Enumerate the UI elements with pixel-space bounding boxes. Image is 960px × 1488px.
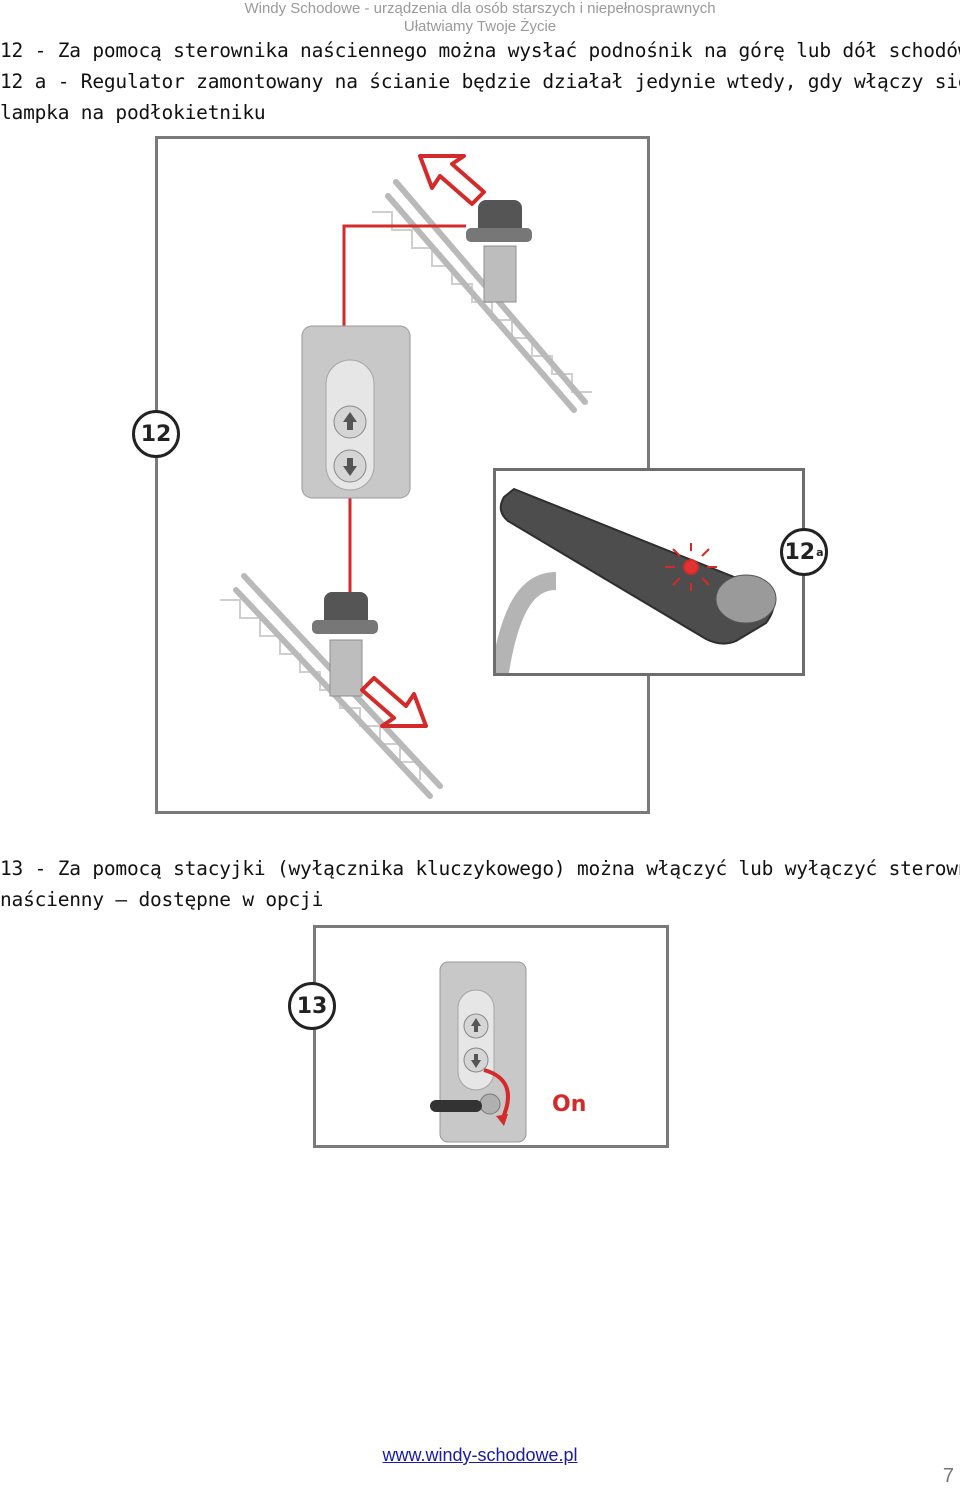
upper-chair — [466, 200, 532, 303]
section-12-text: 12 - Za pomocą sterownika naściennego mo… — [0, 35, 960, 128]
lamp-icon — [665, 543, 717, 591]
section-12-line-2: 12 a - Regulator zamontowany na ścianie … — [0, 70, 960, 93]
page-number: 7 — [942, 1465, 954, 1487]
section-13-line-1: 13 - Za pomocą stacyjki (wyłącznika kluc… — [0, 857, 960, 880]
figure-12-badge: 12 — [132, 410, 180, 458]
footer-website-link[interactable]: www.windy-schodowe.pl — [382, 1445, 578, 1465]
arrow-up-icon — [471, 1018, 481, 1032]
section-13-text: 13 - Za pomocą stacyjki (wyłącznika kluc… — [0, 853, 960, 915]
section-12-line-1: 12 - Za pomocą sterownika naściennego mo… — [0, 39, 960, 62]
lower-chair — [312, 592, 378, 697]
arrow-up-icon — [418, 154, 486, 206]
on-label: On — [552, 1092, 587, 1117]
figure-13-badge: 13 — [288, 982, 336, 1030]
connector-line — [342, 224, 466, 330]
section-12-line-3: lampka na podłokietniku — [0, 101, 266, 124]
lower-staircase — [220, 599, 421, 780]
key-icon — [430, 1100, 482, 1112]
header-tagline: Ułatwiamy Twoje Życie — [403, 18, 557, 35]
key-switch-controller — [430, 961, 527, 1143]
arrow-down-icon — [471, 1054, 481, 1068]
arrow-up-icon — [343, 412, 357, 430]
header-title: Windy Schodowe - urządzenia dla osób sta… — [244, 0, 716, 17]
section-13-line-2: naścienny – dostępne w opcji — [0, 888, 324, 911]
wall-controller — [301, 325, 411, 499]
arrow-down-icon — [343, 458, 357, 476]
arrow-down-icon — [360, 676, 428, 728]
armrest-drawing — [496, 487, 777, 673]
figure-12a-inset — [493, 468, 805, 676]
